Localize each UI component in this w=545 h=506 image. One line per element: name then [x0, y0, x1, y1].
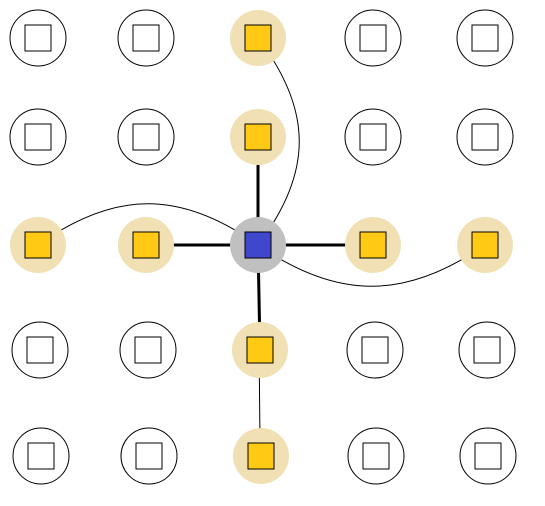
- node-empty-r1-c0: [9, 108, 67, 166]
- node-square-r3-c0: [26, 336, 54, 364]
- node-square-r4-c1: [135, 442, 163, 470]
- node-square-r2-c0: [24, 231, 52, 259]
- node-square-r2-c1: [132, 231, 160, 259]
- node-square-r4-c3: [362, 442, 390, 470]
- node-empty-r4-c3: [347, 427, 405, 485]
- node-square-r4-c2: [247, 442, 275, 470]
- nodes-layer: [9, 9, 517, 485]
- node-square-r3-c3: [361, 336, 389, 364]
- node-square-r1-c4: [471, 123, 499, 151]
- node-empty-r1-c3: [344, 108, 402, 166]
- node-square-r3-c1: [134, 336, 162, 364]
- node-square-r1-c0: [24, 123, 52, 151]
- node-empty-r0-c1: [117, 9, 175, 67]
- node-square-r0-c3: [359, 24, 387, 52]
- node-square-r1-c3: [359, 123, 387, 151]
- node-square-r1-c1: [132, 123, 160, 151]
- node-neighbor-r0-c2: [230, 10, 286, 66]
- node-square-r4-c4: [474, 442, 502, 470]
- curved-link-1: [37, 203, 259, 246]
- node-empty-r1-c1: [117, 108, 175, 166]
- node-neighbor-r2-c0: [10, 217, 66, 273]
- node-empty-r3-c4: [458, 321, 516, 379]
- node-empty-r0-c3: [344, 9, 402, 67]
- curved-link-2: [257, 244, 486, 287]
- node-square-r3-c4: [473, 336, 501, 364]
- node-neighbor-r2-c3: [345, 217, 401, 273]
- node-neighbor-r4-c2: [233, 428, 289, 484]
- node-empty-r3-c1: [119, 321, 177, 379]
- node-empty-r4-c1: [120, 427, 178, 485]
- node-empty-r4-c0: [12, 427, 70, 485]
- curved-link-0: [257, 37, 300, 246]
- node-neighbor-r2-c1: [118, 217, 174, 273]
- node-neighbor-r3-c2: [232, 322, 288, 378]
- node-neighbor-r1-c2: [230, 109, 286, 165]
- node-square-r0-c2: [244, 24, 272, 52]
- node-square-r2-c3: [359, 231, 387, 259]
- node-square-r0-c4: [471, 24, 499, 52]
- node-square-r2-c4: [471, 231, 499, 259]
- node-empty-r0-c4: [456, 9, 514, 67]
- node-square-r1-c2: [244, 123, 272, 151]
- node-empty-r1-c4: [456, 108, 514, 166]
- node-neighbor-r2-c4: [457, 217, 513, 273]
- node-empty-r0-c0: [9, 9, 67, 67]
- node-center-r2-c2: [230, 217, 286, 273]
- node-empty-r3-c3: [346, 321, 404, 379]
- node-square-r3-c2: [246, 336, 274, 364]
- node-empty-r4-c4: [459, 427, 517, 485]
- node-square-r4-c0: [27, 442, 55, 470]
- node-square-r0-c0: [24, 24, 52, 52]
- node-square-r0-c1: [132, 24, 160, 52]
- node-empty-r3-c0: [11, 321, 69, 379]
- node-square-r2-c2: [244, 231, 272, 259]
